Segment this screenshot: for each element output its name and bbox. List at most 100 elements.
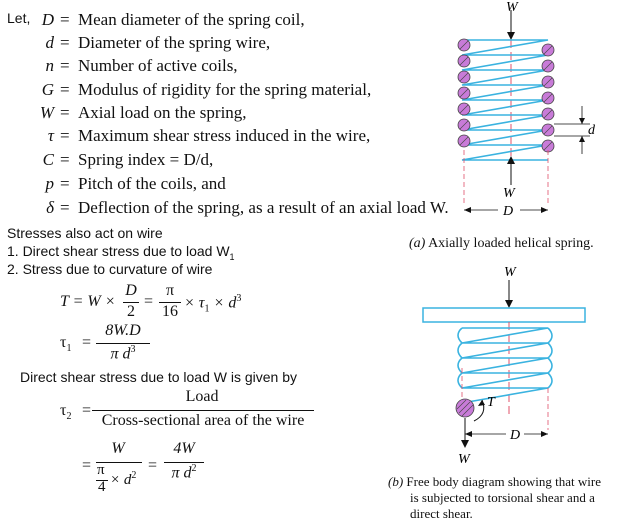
stress-item-1-sub: 1 [229,251,235,262]
eq-t-rhs: × τ1 × d3 [184,293,241,315]
definitions-list: D = Mean diameter of the spring coil, d … [0,10,470,220]
equation-tau2: τ2 = Load Cross-sectional area of the wi… [0,388,330,434]
def-text: Deflection of the spring, as a result of… [78,198,449,217]
fig-b-torque-label: T [487,395,496,410]
fig-b-torque-arrowhead [478,400,485,406]
fig-b-load-arrowhead-bottom [461,440,469,448]
eq-tau1-sym-text: τ [60,334,67,351]
def-symbol: W [39,103,54,122]
eq-last-den-4: 4 [98,479,106,495]
figure-b-caption-line-1: (b) Free body diagram showing that wire [388,474,601,490]
fig-b-bottom-load-label: W [458,452,471,467]
figure-b-caption-line-3: direct shear. [410,506,473,521]
fig-a-d-label: d [588,123,596,138]
def-text: Diameter of the spring wire, [78,33,271,52]
def-text: Maximum shear stress induced in the wire… [78,126,371,145]
def-text: Spring index = D/d, [78,150,214,169]
def-text: Modulus of rigidity for the spring mater… [78,80,372,99]
eq-tau1-symbol: τ1 [60,334,71,354]
figure-b-caption: (b) Free body diagram showing that wire … [388,474,601,522]
equation-torque: T = W × D 2 = π 16 × τ1 × d3 [0,282,300,328]
figure-b-free-body-diagram: W T W D [422,265,586,467]
let-label: Let, [7,10,31,26]
def-equals: = [60,198,70,217]
eq-tau2-line [92,410,314,411]
def-symbol: δ [46,198,54,217]
eq-last-den2-sup: 2 [191,463,197,474]
def-equals: = [60,56,70,75]
fig-a-load-arrowhead-bottom [507,156,515,164]
def-equals: = [60,174,70,193]
eq-tau2-num: Load [185,388,219,405]
eq-last-num: W [111,440,125,457]
def-symbol: C [42,150,54,169]
eq-t-frac1-den: 2 [127,303,135,320]
eq-last-den-sup: 2 [131,470,137,481]
eq-last-num2: 4W [173,440,195,457]
def-equals: = [60,126,70,145]
eq-tau2-sub: 2 [66,411,72,423]
eq-t-rhs-tail: × d [213,294,237,312]
def-symbol: n [45,56,55,75]
eq-tau1-den-text: π d [110,345,131,363]
eq-last-den-pi-line [96,480,108,481]
figure-b-caption-text-1: Free body diagram showing that wire [406,474,602,489]
eq-tau1-equals: = [82,334,92,351]
figure-a-caption: (a) Axially loaded helical spring. [409,236,594,252]
fig-b-coil [461,327,549,404]
def-equals: = [60,10,70,29]
eq-t-frac2-line [159,302,181,303]
def-equals: = [60,150,70,169]
figure-b-caption-line-2: is subjected to torsional shear and a [410,490,595,505]
fig-a-d-arrowhead-top [579,118,585,124]
eq-t-lhs: T = W × [60,293,116,310]
equation-tau2-simplified: = W π 4 × d2 = 4W π d2 [0,440,240,500]
def-symbol: τ [47,126,54,145]
fig-b-D-label: D [509,428,520,443]
fig-a-D-arrowhead-left [464,207,471,213]
def-text: Mean diameter of the spring coil, [78,10,305,29]
fig-a-wire-hatch [459,40,553,151]
eq-t-frac2-num: π [165,282,175,299]
eq-tau1-den: π d3 [96,344,150,363]
eq-tau2-symbol: τ2 [60,402,71,422]
fig-a-load-arrowhead-top [507,32,515,40]
fig-b-plate [422,307,586,323]
equation-tau1: τ1 = 8W.D π d3 [0,322,200,368]
fig-a-D-arrowhead-right [541,207,548,213]
stress-item-2: 2. Stress due to curvature of wire [7,261,213,277]
eq-tau1-den-sup: 3 [130,344,136,355]
figure-a-caption-prefix: (a) [409,236,426,251]
def-text: Axial load on the spring, [78,103,247,122]
fig-b-load-label: W [504,265,517,280]
fig-a-D-label: D [502,204,513,219]
fig-a-load-label: W [506,0,519,15]
fig-b-coil-loops [457,327,553,389]
eq-tau1-num: 8W.D [105,322,141,339]
eq-tau2-sym-text: τ [60,402,67,419]
def-equals: = [60,33,70,52]
eq-t-frac1-num: D [125,282,137,299]
def-text: Pitch of the coils, and [78,174,226,193]
def-equals: = [60,103,70,122]
fig-b-D-arrowhead-left [465,431,472,437]
eq-last-den-tail-text: × d [110,472,132,488]
def-symbol: D [41,10,54,29]
eq-last-equals-2: = [148,457,158,474]
eq-t-rhs-text: × τ [184,294,205,312]
eq-t-equals: = [144,293,154,310]
fig-a-bottom-load-label: W [503,186,516,201]
eq-t-frac1-line [123,302,139,303]
stresses-heading: Stresses also act on wire [7,225,163,241]
eq-tau1-sub: 1 [66,343,72,355]
eq-last-den2-text: π d [171,464,192,482]
def-symbol: p [45,174,55,193]
stress-item-1-text: 1. Direct shear stress due to load W [7,243,230,259]
direct-shear-intro: Direct shear stress due to load W is giv… [20,369,298,385]
eq-tau2-equals: = [82,402,92,419]
eq-t-rhs-sup: 3 [236,293,242,304]
fig-a-d-arrowhead-bot [579,136,585,142]
figure-b-caption-prefix: (b) [388,474,404,489]
def-text: Number of active coils, [78,56,238,75]
eq-last-den-tail: × d2 [110,470,136,489]
